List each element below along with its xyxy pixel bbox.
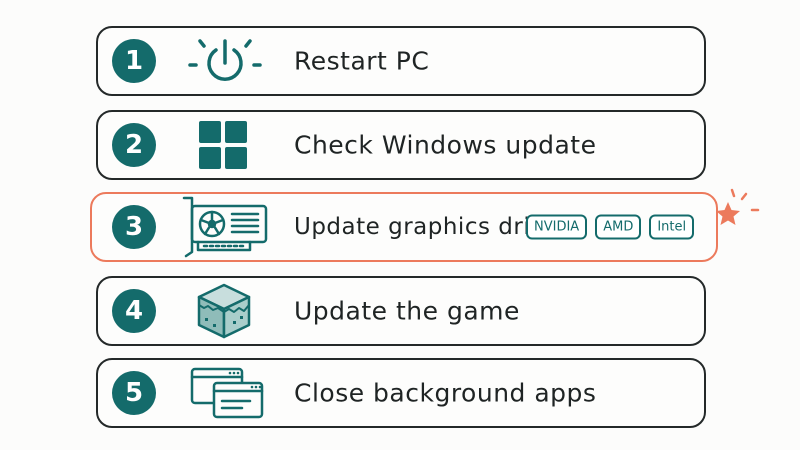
app-windows-icon (190, 367, 264, 419)
step-number: 1 (112, 39, 156, 83)
step-1: 1 Restart PC (96, 26, 706, 96)
step-label: Update the game (294, 296, 520, 326)
step-4: 4 Update the game (96, 276, 706, 346)
step-label: Close background apps (294, 378, 597, 408)
step-number: 5 (112, 371, 156, 415)
badge-nvidia: NVIDIA (526, 214, 588, 240)
step-label: Check Windows update (294, 130, 597, 160)
step-label: Restart PC (294, 46, 430, 76)
power-icon (188, 39, 262, 81)
vendor-badges: NVIDIA AMD Intel (526, 214, 695, 240)
badge-intel: Intel (649, 214, 695, 240)
badge-amd: AMD (595, 214, 642, 240)
star-icon (716, 188, 760, 225)
step-label: Update graphics driver (294, 214, 569, 240)
step-number: 2 (112, 123, 156, 167)
step-3: 3 Update graphics driver NVIDIA AMD Inte… (90, 192, 718, 262)
step-5: 5 Close background apps (96, 358, 706, 428)
windows-logo-icon (199, 121, 247, 169)
step-number: 4 (112, 289, 156, 333)
step-2: 2 Check Windows update (96, 110, 706, 180)
step-number: 3 (112, 205, 156, 249)
graphics-card-icon (182, 196, 268, 258)
game-cube-icon (197, 283, 251, 339)
